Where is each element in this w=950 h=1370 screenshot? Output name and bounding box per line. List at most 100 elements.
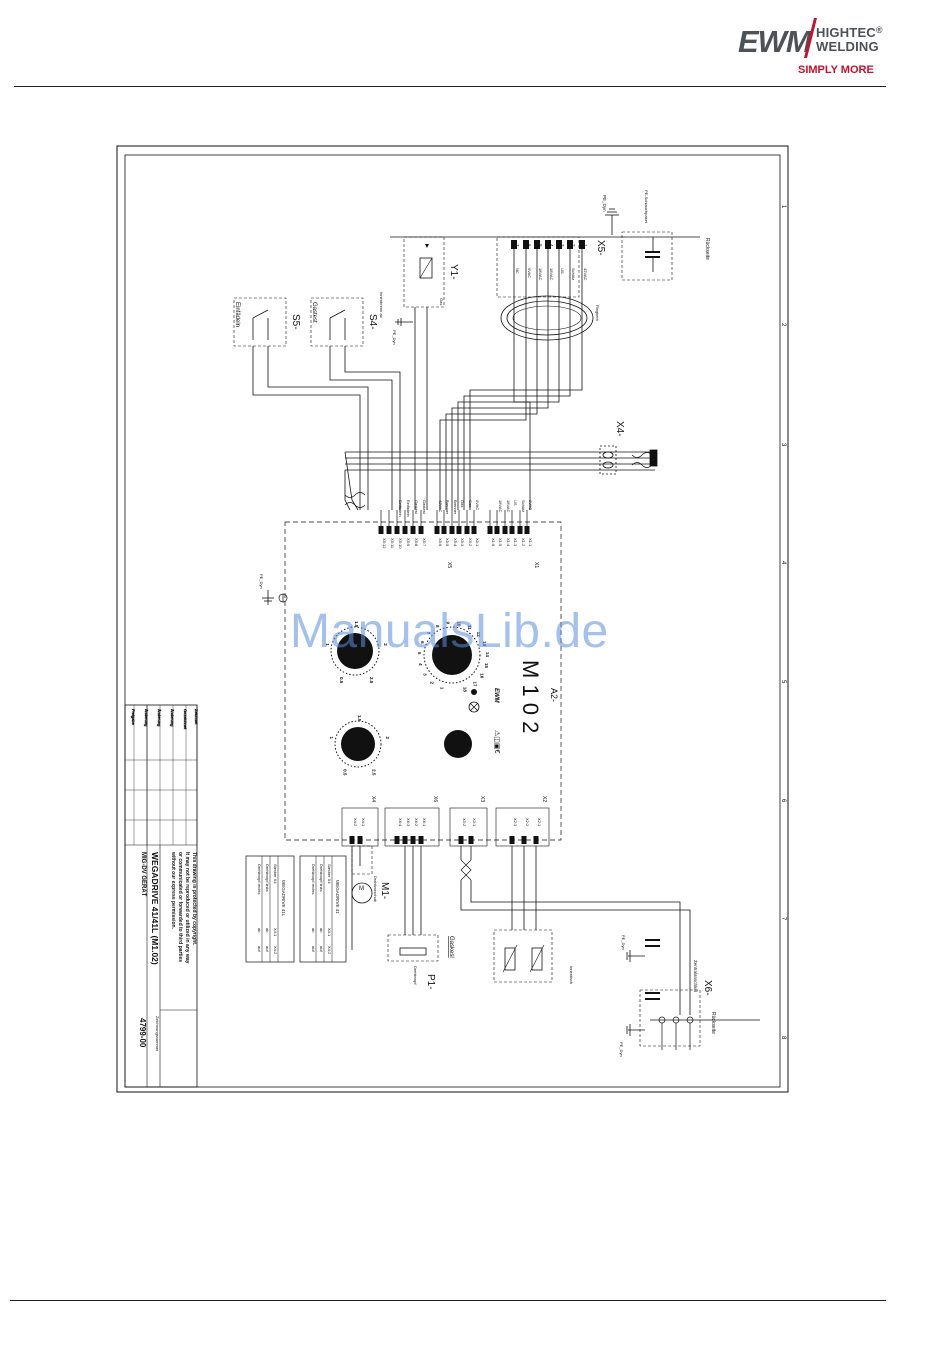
ribbon-pin xyxy=(449,526,455,534)
svg-text:Y1-: Y1- xyxy=(448,264,459,280)
ribbon-pin-label: X5:6 xyxy=(438,538,443,547)
grid-number: 1 xyxy=(780,205,786,209)
svg-text:Drehknopf: Drehknopf xyxy=(413,966,418,985)
knob-scale-label: 8 xyxy=(435,625,440,628)
knob-scale-label: 17 xyxy=(472,682,477,688)
ribbon-pin xyxy=(378,526,384,534)
svg-text:Ringkern: Ringkern xyxy=(595,305,600,321)
p1-potentiometer: P1- Drehknopf Gaskesl xyxy=(387,934,454,990)
svg-text:X6-: X6- xyxy=(702,980,713,996)
variant-table-cell: auf xyxy=(257,946,262,952)
lower-pin-label: X6:2 xyxy=(414,818,419,827)
ribbon-pin-label: X5:7 xyxy=(422,538,427,547)
ribbon-pin xyxy=(434,526,440,534)
knob-scale-label: 3 xyxy=(422,673,427,676)
x5-pin-signal: Schütz xyxy=(571,268,576,280)
svg-text:Zeichnungsnummer: Zeichnungsnummer xyxy=(155,1016,160,1052)
ribbon-pin-label: X5:10 xyxy=(398,538,403,549)
m1-motor: M M1- Drahtvorschub xyxy=(351,845,390,904)
watermark-text: ManualsLib.de xyxy=(290,605,609,658)
knob-scale-label: 4 xyxy=(418,663,423,666)
capacitor-block-top: PE-Schlauchpaket xyxy=(621,190,673,281)
variant-table-left: WEGADRIVE 41L Stecker X4X4:1X4:2Drehknop… xyxy=(245,855,295,963)
lower-connectors xyxy=(341,807,550,847)
pe-ground-mid: PE_Dyn xyxy=(392,318,413,345)
grid-number: 2 xyxy=(780,323,786,327)
knob-scale-label: 2.5 xyxy=(369,677,374,684)
lower-pin-label: X6:1 xyxy=(422,818,427,827)
pe-ground-top: PE_Dyn xyxy=(602,195,619,235)
knob-scale-label: 2 xyxy=(430,682,435,685)
x4-bus xyxy=(345,445,658,475)
x5-pin xyxy=(545,240,551,249)
svg-text:X2: X2 xyxy=(541,796,547,802)
switch-to-ribbon-wires xyxy=(252,307,428,511)
ribbon-pin-signal: 0VAC xyxy=(475,500,480,510)
x5-pin-number: 1 xyxy=(583,244,588,247)
lower-pin xyxy=(509,836,515,844)
rev-row-label: Änderung xyxy=(144,709,149,726)
svg-text:X4: X4 xyxy=(370,796,376,802)
lower-pin-label: X6:4 xyxy=(398,818,403,827)
ribbon-pin xyxy=(394,526,400,534)
footer-rule xyxy=(10,1300,886,1301)
x5-pin xyxy=(523,240,529,249)
variant-table-cell: Stecker X4 xyxy=(327,864,332,884)
lower-pin xyxy=(468,836,474,844)
variant-table-right: WEGADRIVE 41 Stecker X4X4:1X4:2Drehknopf… xyxy=(299,855,347,963)
x5-pin-number: 4 xyxy=(549,244,554,247)
svg-text:⚠◫▣€: ⚠◫▣€ xyxy=(493,730,501,754)
knob-scale-label: 5 xyxy=(417,652,422,655)
svg-text:X4-: X4- xyxy=(614,421,625,437)
svg-text:Einfädeln: Einfädeln xyxy=(234,302,240,327)
knob-4 xyxy=(444,730,472,758)
ribbon-pin-label: X5:5 xyxy=(445,538,450,547)
twisted-pair-left xyxy=(344,492,366,508)
variant-table-cell: ab xyxy=(265,928,270,933)
sensor-block-lower: Innentisch xyxy=(493,929,574,984)
ribbon-pin xyxy=(402,526,408,534)
variant-table-cell: X4:1 xyxy=(327,928,332,937)
svg-text:X6: X6 xyxy=(432,796,438,802)
lower-pin xyxy=(533,836,539,844)
board-symbols: EWM ⚠◫▣€ xyxy=(468,688,501,754)
ribbon-pin-signal: 42VAC xyxy=(438,500,443,512)
knob-2 xyxy=(423,626,481,684)
knob-scale-label: 0.5 xyxy=(339,677,344,684)
svg-text:Rückseite: Rückseite xyxy=(710,1012,716,1034)
variant-table-cell: X4:2 xyxy=(273,946,278,955)
lower-pin xyxy=(458,836,464,844)
ribbon-pin xyxy=(464,526,470,534)
svg-text:PE_Dyn: PE_Dyn xyxy=(602,195,607,212)
ribbon-pin-label: X5:11 xyxy=(390,538,395,549)
knob-scale-label: 18 xyxy=(463,687,468,693)
svg-text:PE_Dyn: PE_Dyn xyxy=(392,330,397,345)
variant-table-cell: X4:1 xyxy=(273,928,278,937)
ribbon-pin-signal: Gas xyxy=(468,500,473,507)
ruckseite-label-top: Rückseite xyxy=(704,238,710,260)
grid-number: 4 xyxy=(780,561,786,565)
copyright-line: This drawing is protected by copyright. xyxy=(191,852,197,946)
svg-text:WEGADRIVE 41: WEGADRIVE 41 xyxy=(335,880,340,914)
variant-table-cell: Drehknopf rechts xyxy=(311,864,316,894)
lower-pin-label: X4:1 xyxy=(361,818,366,827)
grid-number: 6 xyxy=(780,799,786,803)
x5-pin xyxy=(579,240,585,249)
variant-table-cell: Drehknopf links xyxy=(265,864,270,892)
x5-pin-signal: 18VAC xyxy=(549,268,554,280)
variant-table-cell: auf xyxy=(265,946,270,952)
svg-text:M 1 0 2: M 1 0 2 xyxy=(518,660,543,733)
lower-pin xyxy=(402,836,408,844)
svg-text:Gaskesl: Gaskesl xyxy=(448,936,454,958)
lower-pin xyxy=(521,836,527,844)
svg-text:Innentisch: Innentisch xyxy=(569,966,574,984)
ribbon-pin-label: X5:1 xyxy=(475,538,480,547)
ribbon-pin-label: X5:8 xyxy=(414,538,419,547)
ribbon-pin xyxy=(487,526,493,534)
x5-pin-signal: US xyxy=(560,268,565,274)
x5-pin-number: 7 xyxy=(515,244,520,247)
variant-table-cell: Drehknopf links xyxy=(319,864,324,892)
